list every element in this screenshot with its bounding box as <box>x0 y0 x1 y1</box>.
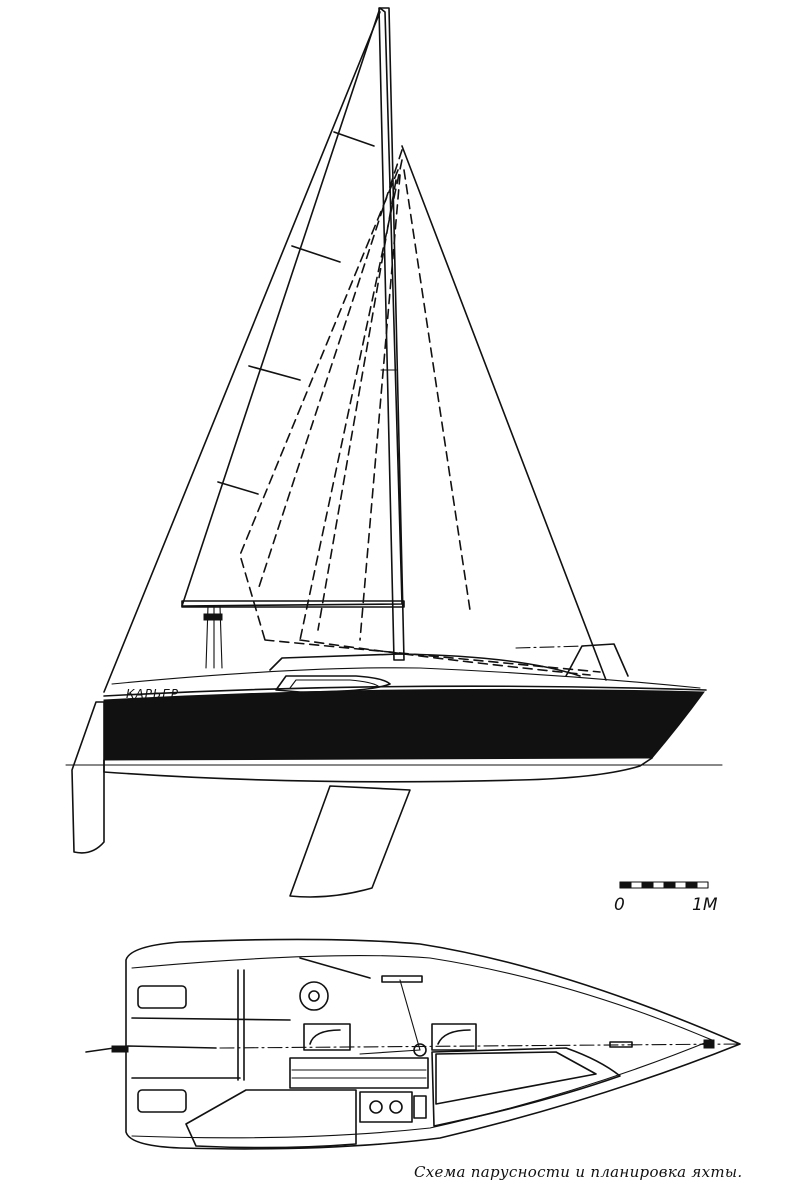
stem-fitting <box>703 1039 715 1049</box>
scale-label-one: 1М <box>692 895 718 915</box>
layout-plan <box>85 938 741 1150</box>
shroud-dash <box>317 179 397 631</box>
cabin-window-inner <box>289 679 379 689</box>
hull-outline-plan <box>125 938 741 1150</box>
stove-burner <box>389 1100 403 1114</box>
winch-center <box>308 990 320 1002</box>
scale-segment <box>619 881 632 889</box>
berth-fwd <box>431 1047 621 1127</box>
sheer-line <box>103 685 707 697</box>
keel <box>289 785 411 898</box>
scale-segment <box>685 881 698 889</box>
batten <box>217 481 259 495</box>
batten <box>248 365 301 381</box>
hatch <box>381 975 423 983</box>
traveller <box>299 957 371 979</box>
sink <box>413 1095 427 1119</box>
sail-plan: КАРЬЕР <box>65 7 723 898</box>
hull-name: КАРЬЕР <box>126 687 179 701</box>
figure-caption: Схема парусности и планировка яхты. <box>414 1163 743 1181</box>
mainsheet-block <box>203 613 223 621</box>
batten <box>333 131 375 147</box>
shroud-dash <box>359 174 401 641</box>
scale-bar: 0 1М <box>614 881 718 915</box>
companionway-steps <box>289 1057 429 1089</box>
centerline <box>219 1043 741 1049</box>
jib-leech <box>257 149 403 591</box>
shroud-plan <box>399 979 421 1051</box>
jib-foot <box>299 639 591 676</box>
pulpit-rail <box>515 645 587 649</box>
cockpit-locker <box>137 1089 187 1113</box>
genoa-foot <box>264 639 601 673</box>
tiller-grip <box>111 1045 129 1053</box>
bow-pulpit <box>565 643 629 677</box>
scale-segment <box>663 881 676 889</box>
shroud-plan <box>359 1049 421 1055</box>
forward-fitting <box>609 1041 633 1048</box>
stove-burner <box>369 1100 383 1114</box>
deck-line <box>111 667 701 689</box>
backstay <box>103 11 381 693</box>
cockpit-line <box>131 1017 291 1021</box>
mast <box>378 7 405 661</box>
scale-segment <box>641 881 654 889</box>
deck-hatch-aft <box>303 1023 351 1051</box>
forestay <box>401 145 607 681</box>
genoa-leech <box>239 169 399 641</box>
scale-label-zero: 0 <box>614 895 625 915</box>
cockpit-locker <box>137 985 187 1009</box>
hull-underbody <box>103 757 653 783</box>
batten <box>291 245 341 263</box>
berth-fwd-inner <box>435 1051 597 1105</box>
hull-topsides <box>103 688 705 761</box>
galley <box>359 1091 413 1123</box>
boom <box>181 600 405 608</box>
rudder <box>71 701 105 854</box>
mainsail <box>181 7 403 607</box>
winch <box>299 981 329 1011</box>
berth-aft <box>185 1089 357 1149</box>
tiller <box>85 1045 217 1053</box>
cabin-trunk <box>269 653 581 677</box>
